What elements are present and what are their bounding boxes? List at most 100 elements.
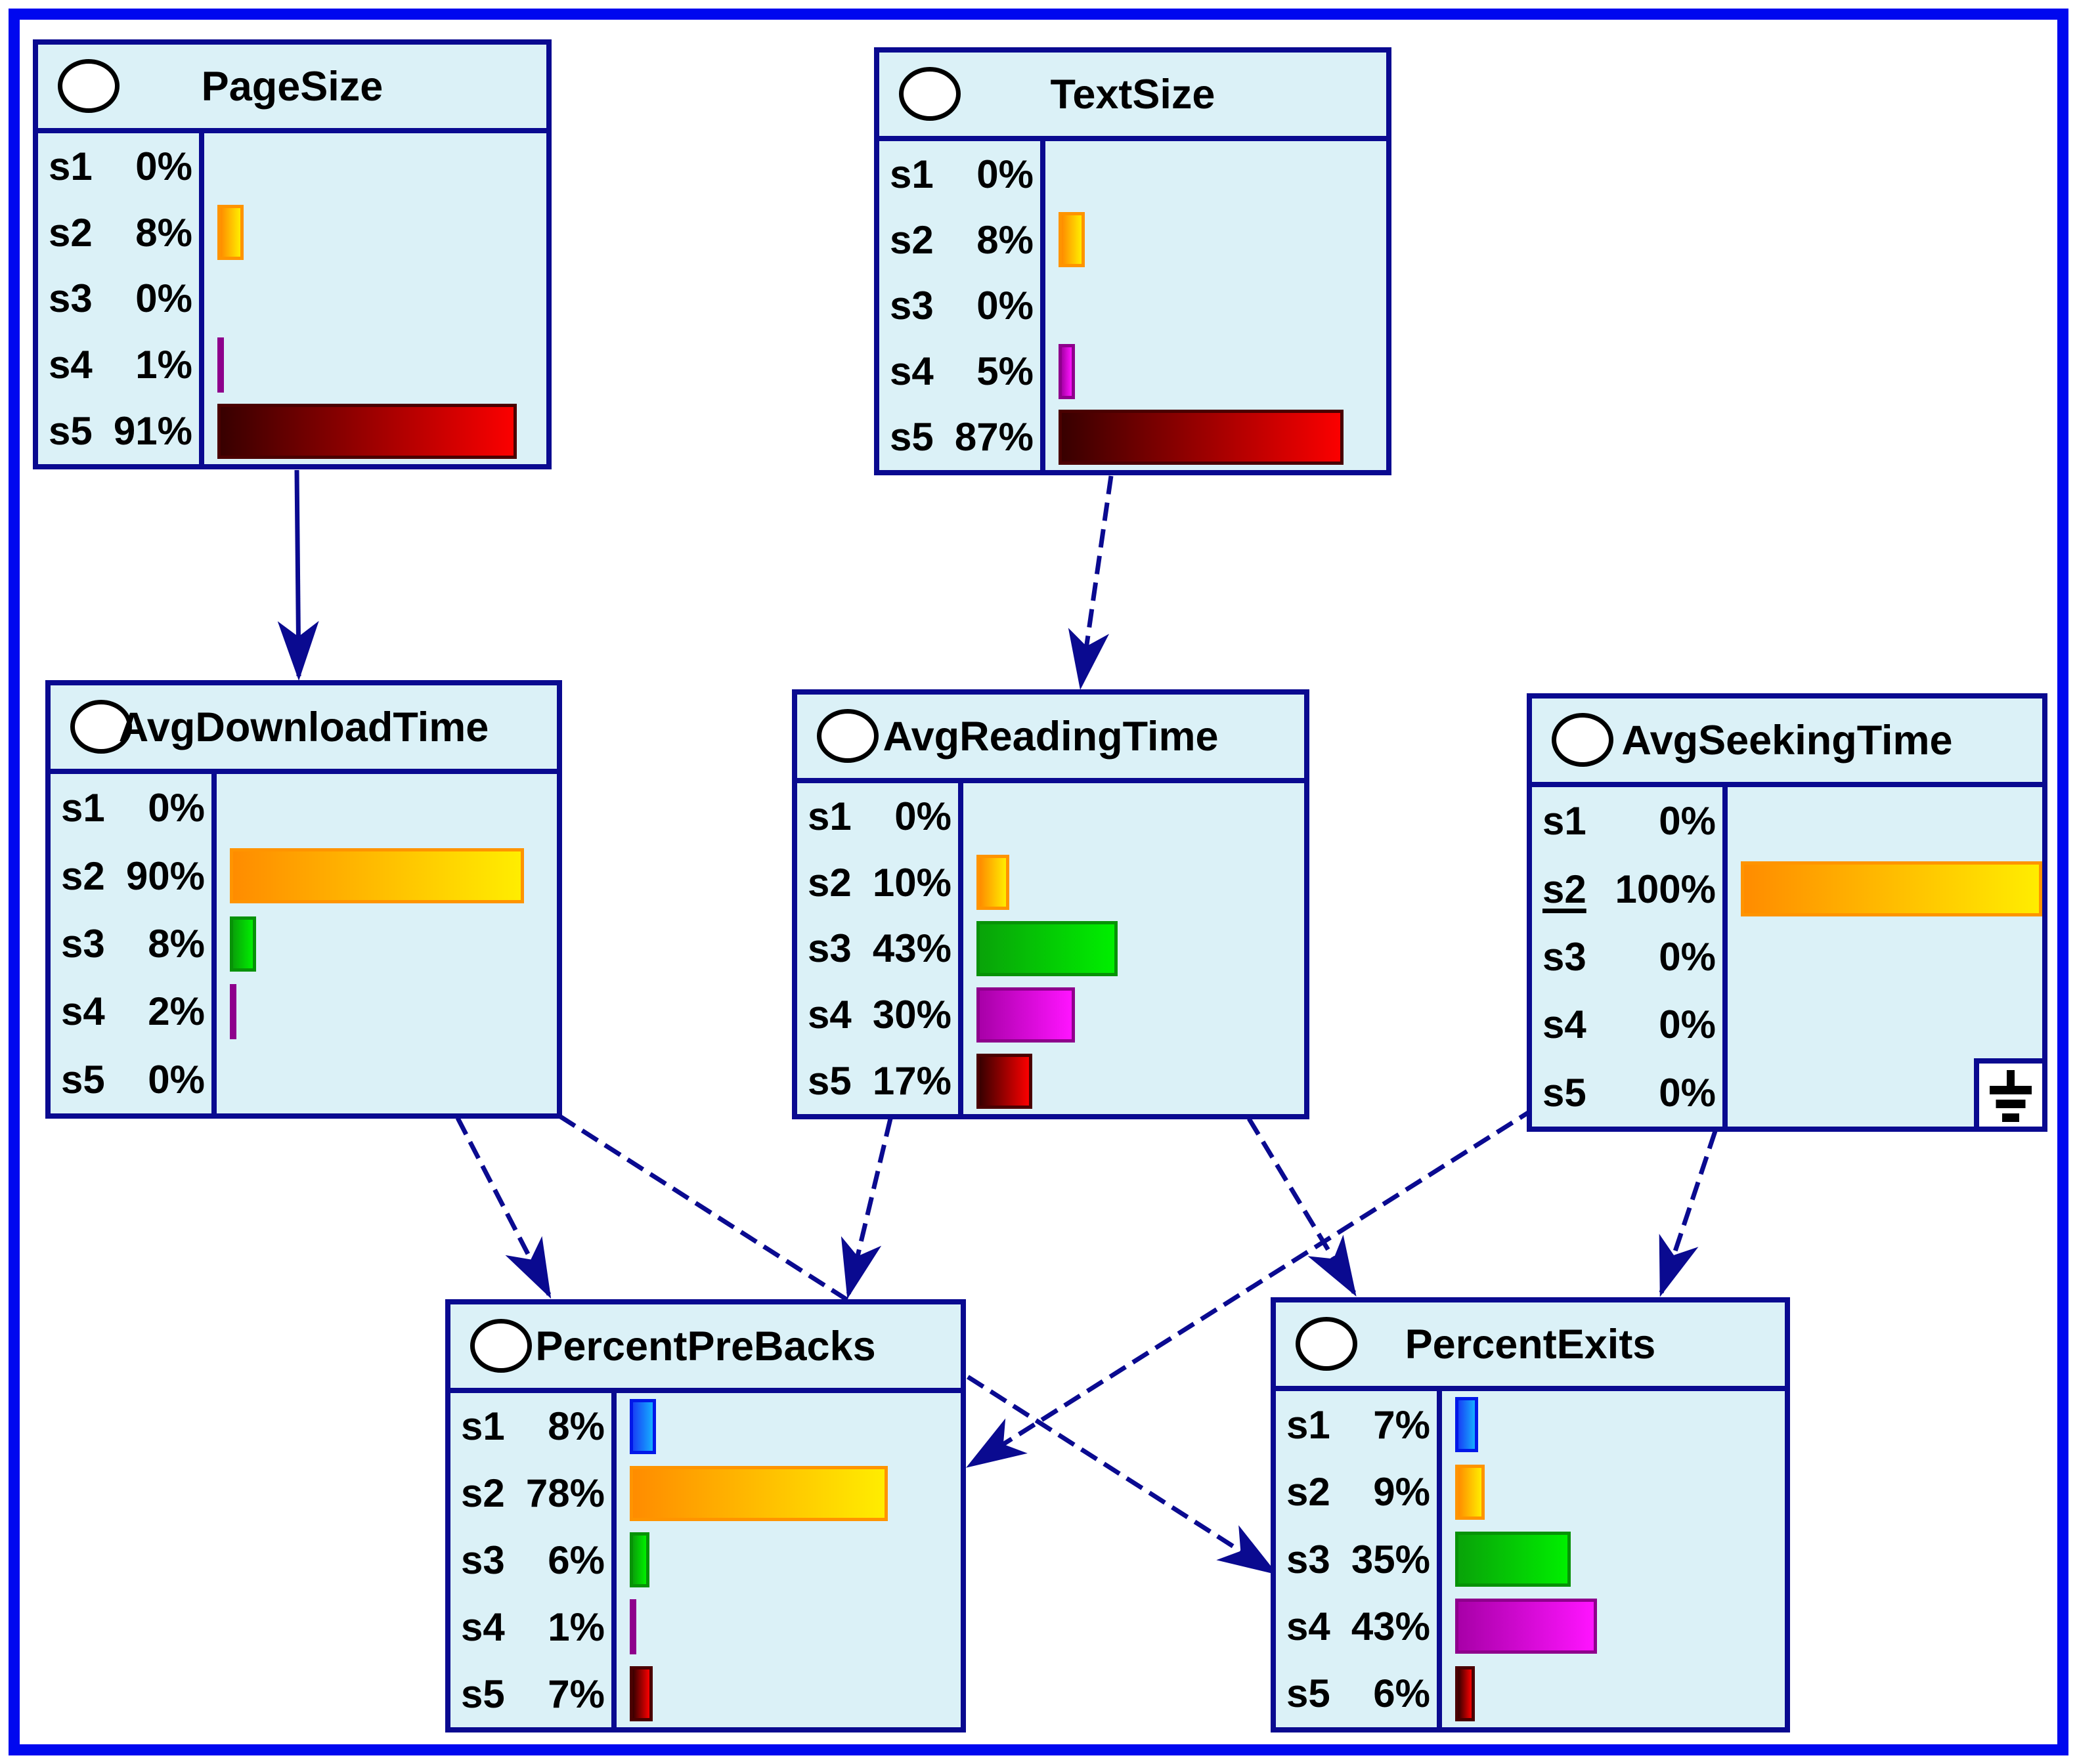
edge-AvgReadingTime-PercentPreBacks[interactable] xyxy=(841,1118,893,1299)
state-label: s1 xyxy=(461,1404,505,1449)
probability-bar-s4 xyxy=(1059,343,1075,399)
state-label: s5 xyxy=(1286,1671,1330,1716)
node-title-bar[interactable]: AvgReadingTime xyxy=(797,695,1304,783)
state-percent: 0% xyxy=(148,786,205,830)
edge-TextSize-AvgReadingTime[interactable] xyxy=(1068,475,1114,690)
state-label: s5 xyxy=(461,1671,505,1716)
edge-AvgSeekingTime-PercentExits[interactable] xyxy=(1659,1130,1718,1297)
probability-bar-s2 xyxy=(217,205,244,261)
state-percent: 87% xyxy=(954,415,1034,460)
label-bar-divider xyxy=(211,774,217,1113)
node-title-bar[interactable]: PercentExits xyxy=(1276,1302,1785,1391)
state-bar-cell xyxy=(217,983,557,1039)
node-title-bar[interactable]: TextSize xyxy=(879,53,1386,141)
probability-bar-s2 xyxy=(1059,212,1085,268)
state-label: s2 xyxy=(890,217,934,262)
probability-bar-s2 xyxy=(1741,861,2042,917)
state-bar-cell xyxy=(217,916,557,972)
probability-bar-s3 xyxy=(630,1532,649,1588)
label-bar-divider xyxy=(1722,787,1728,1127)
state-bar-cell xyxy=(217,848,557,904)
state-label: s4 xyxy=(890,349,934,394)
probability-bar-s1 xyxy=(630,1398,656,1454)
node-title: PercentExits xyxy=(1405,1321,1656,1367)
probability-bar-s5 xyxy=(630,1666,653,1722)
ground-icon-stroke xyxy=(2007,1070,2015,1087)
probability-bar-s4 xyxy=(630,1599,636,1655)
state-bar-cell xyxy=(617,1398,961,1454)
state-label: s2 xyxy=(808,860,852,905)
state-percent: 5% xyxy=(976,349,1034,394)
node-title-bar[interactable]: AvgDownloadTime xyxy=(51,685,557,774)
edge-AvgDownloadTime-PercentExits[interactable] xyxy=(558,1114,1278,1575)
node-ellipse-icon xyxy=(817,709,879,763)
state-row-s4[interactable]: s4 5% xyxy=(879,339,1386,404)
node-title-bar[interactable]: PageSize xyxy=(38,45,546,133)
edge-AvgReadingTime-PercentExits[interactable] xyxy=(1247,1117,1357,1297)
probability-bar-s2 xyxy=(230,848,524,904)
node-title-bar[interactable]: PercentPreBacks xyxy=(450,1304,961,1393)
state-bar-cell xyxy=(204,337,546,393)
state-label: s3 xyxy=(1542,935,1586,979)
edge-AvgDownloadTime-PercentPreBacks[interactable] xyxy=(455,1117,552,1299)
state-bar-cell xyxy=(1045,409,1386,465)
state-percent: 0% xyxy=(1659,1002,1716,1047)
edge-PageSize-AvgDownloadTime[interactable] xyxy=(277,469,319,681)
state-label: s5 xyxy=(808,1059,852,1104)
state-label: s2 xyxy=(1542,867,1586,911)
state-label: s4 xyxy=(461,1604,505,1649)
node-title-bar[interactable]: AvgSeekingTime xyxy=(1532,699,2042,787)
probability-bar-s5 xyxy=(976,1053,1032,1109)
state-label: s4 xyxy=(49,343,93,387)
edge-AvgSeekingTime-PercentPreBacks[interactable] xyxy=(966,1106,1537,1468)
state-bar-cell xyxy=(617,1666,961,1722)
probability-bar-s2 xyxy=(976,855,1009,911)
